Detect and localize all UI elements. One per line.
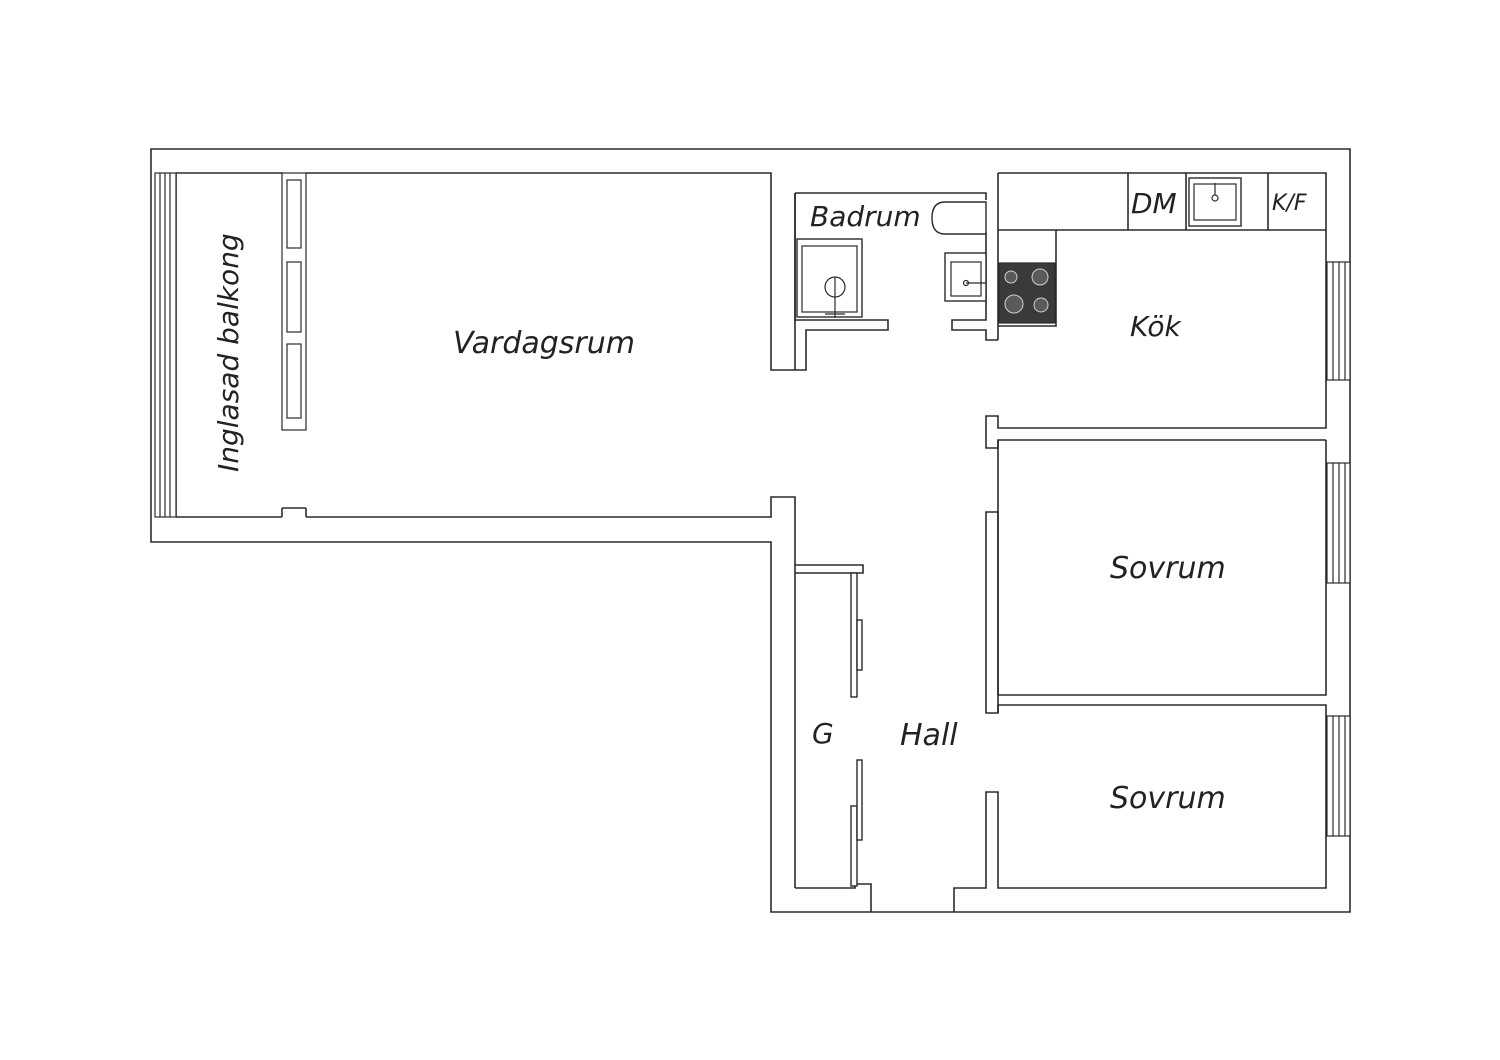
- wardrobe-door-1: [850, 572, 858, 698]
- balcony-label: Inglasad balkong: [212, 233, 245, 472]
- living-room: [306, 172, 796, 565]
- hall-label: Hall: [900, 718, 958, 753]
- hall: [794, 564, 872, 912]
- bedroom-2-label: Sovrum: [1110, 781, 1226, 816]
- living-room-label: Vardagsrum: [453, 326, 635, 361]
- outer-walls: [150, 148, 1351, 913]
- wardrobe-door-2: [850, 805, 858, 887]
- kitchen-label: Kök: [1130, 310, 1182, 343]
- balcony-room: [154, 172, 307, 518]
- bathroom-label: Badrum: [810, 200, 921, 233]
- wardrobe-label: G: [812, 717, 834, 750]
- bathroom: [794, 192, 998, 371]
- dishwasher-label: DM: [1131, 187, 1177, 220]
- toilet-icon: [931, 201, 987, 235]
- fridge-label: K/F: [1272, 191, 1307, 216]
- bedroom-2: [953, 704, 1351, 912]
- bathroom-sink-icon: [944, 252, 987, 302]
- balcony-window-frame: [281, 172, 307, 431]
- bedroom-1: [985, 440, 1351, 714]
- bedroom-1-label: Sovrum: [1110, 551, 1226, 586]
